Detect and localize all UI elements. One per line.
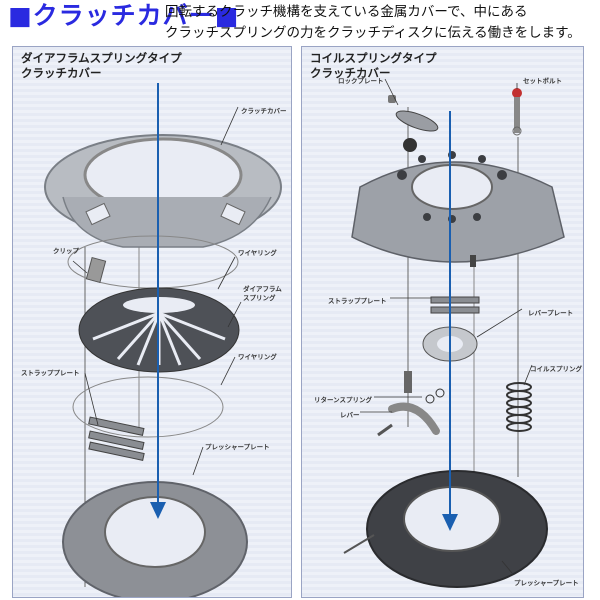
coil-axis-arrow-head (442, 514, 458, 531)
label-clutch-cover: クラッチカバー (241, 107, 287, 115)
label-pressure-plate: プレッシャープレート (205, 443, 270, 451)
description-line-1: 回転するクラッチ機構を支えている金属カバーで、中にある (165, 4, 528, 20)
label-strap-plate: ストラッププレート (328, 297, 387, 305)
label-strap-plate: ストラッププレート (21, 369, 80, 377)
label-lever-plate: レバープレート (528, 309, 574, 317)
label-lever: レバー (340, 411, 360, 419)
panel-title-diaphragm: ダイアフラムスプリングタイプ クラッチカバー (21, 51, 182, 80)
panel-title-coil: コイルスプリングタイプ クラッチカバー (310, 51, 437, 80)
diaphragm-type-panel: ダイアフラムスプリングタイプ クラッチカバー クラッチカバー クリップ ワイヤリ… (12, 46, 292, 598)
description-line-2: クラッチスプリングの力をクラッチディスクに伝える働きをします。 (165, 25, 581, 41)
label-set-bolt: セットボルト (523, 77, 562, 85)
coil-type-panel: コイルスプリングタイプ クラッチカバー ロックプレート セットボルト ストラップ… (301, 46, 584, 598)
lever-part (388, 402, 440, 435)
coil-pressure-plate-part (366, 470, 548, 588)
label-return-spring: リターンスプリング (314, 396, 373, 404)
pressure-plate-part (62, 481, 248, 597)
label-diaphragm-spring-1: ダイアフラム (243, 285, 282, 293)
diaphragm-exploded-diagram (44, 83, 282, 597)
label-clip: クリップ (53, 247, 79, 255)
label-wire-ring-1: ワイヤリング (238, 249, 277, 257)
coil-spring-part (506, 382, 532, 432)
label-pressure-plate: プレッシャープレート (514, 579, 579, 587)
page-description: 回転するクラッチ機構を支えている金属カバーで、中にある クラッチスプリングの力を… (165, 2, 581, 43)
axis-arrow-head (150, 502, 166, 519)
page-title: ■クラッチカバー■ (8, 1, 240, 30)
label-wire-ring-2: ワイヤリング (238, 353, 277, 361)
clutch-cover-part (44, 134, 282, 248)
label-diaphragm-spring-2: スプリング (243, 294, 276, 302)
label-coil-spring: コイルスプリング (530, 365, 582, 373)
coil-exploded-diagram (343, 78, 565, 588)
label-lock-plate: ロックプレート (338, 77, 384, 85)
coil-clutch-cover-part (351, 151, 565, 263)
